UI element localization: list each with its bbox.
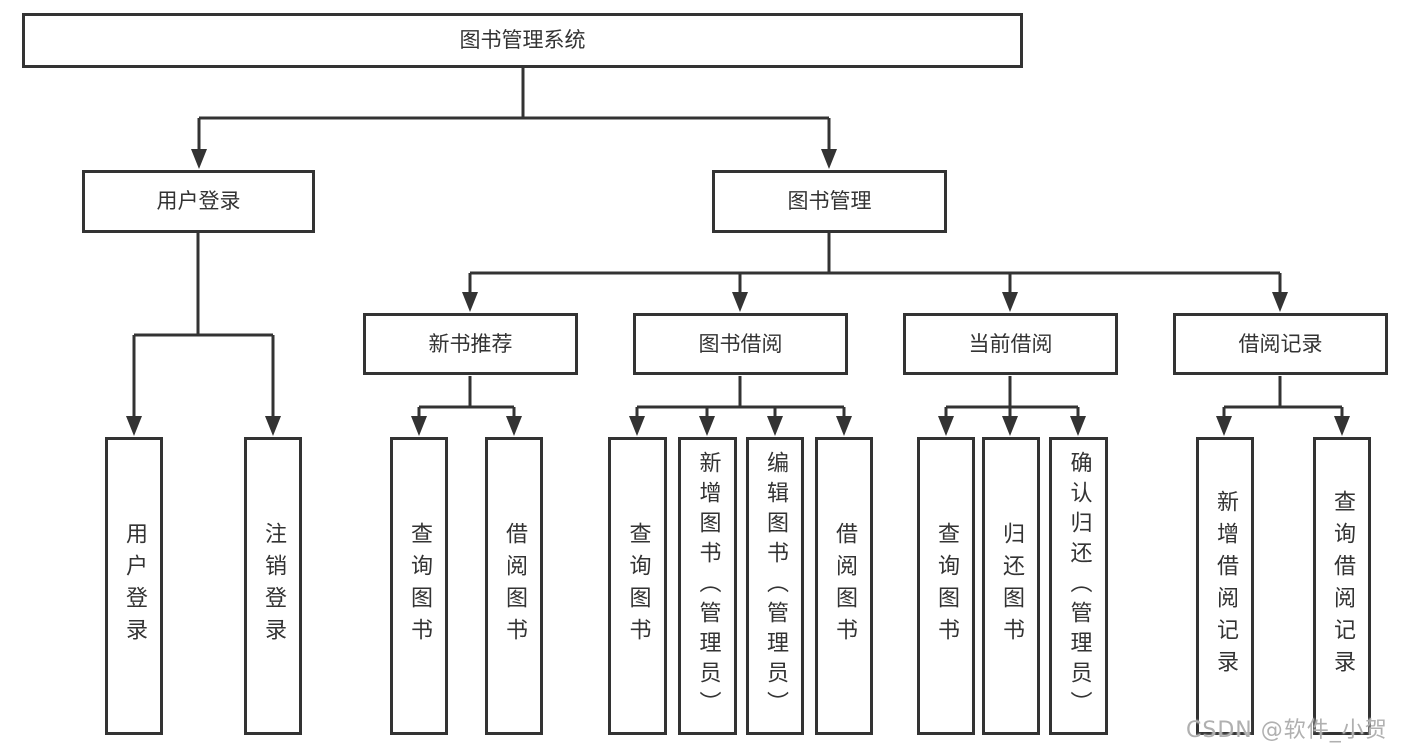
connector-new-book-children: [417, 376, 516, 420]
connector-current-borrow-children: [944, 376, 1080, 420]
connector-book-borrow-children: [635, 376, 846, 420]
node-library-system-root: 图书管理系统: [22, 13, 1023, 68]
leaf-query-books-borrow: 查询图书: [608, 437, 667, 735]
leaf-query-borrow-record: 查询借阅记录: [1313, 437, 1371, 735]
leaf-logout-login: 注销登录: [244, 437, 302, 735]
connector-user-login-children: [132, 233, 275, 420]
watermark: CSDN @软件_小贺同学: [1186, 718, 1388, 743]
leaf-add-books-admin: 新增图书（管理员）: [678, 437, 737, 735]
leaf-borrow-books: 借阅图书: [815, 437, 873, 735]
leaf-query-books-current: 查询图书: [917, 437, 975, 735]
leaf-user-login: 用户登录: [105, 437, 163, 735]
node-book-management: 图书管理: [712, 170, 947, 233]
arrowheads: [126, 149, 1350, 436]
connector-borrow-records-children: [1222, 376, 1344, 420]
leaf-query-books-recommend: 查询图书: [390, 437, 448, 735]
connector-book-management-children: [468, 233, 1282, 296]
leaf-add-borrow-record: 新增借阅记录: [1196, 437, 1254, 735]
leaf-borrow-books-recommend: 借阅图书: [485, 437, 543, 735]
node-current-borrowing: 当前借阅: [903, 313, 1118, 375]
leaf-edit-books-admin: 编辑图书（管理员）: [746, 437, 804, 735]
node-user-login: 用户登录: [82, 170, 315, 233]
node-new-book-recommendation: 新书推荐: [363, 313, 578, 375]
node-book-borrowing: 图书借阅: [633, 313, 848, 375]
leaf-return-books: 归还图书: [982, 437, 1040, 735]
node-borrowing-records: 借阅记录: [1173, 313, 1388, 375]
connector-root-to-level2: [197, 66, 831, 152]
leaf-confirm-return-admin: 确认归还（管理员）: [1049, 437, 1108, 735]
